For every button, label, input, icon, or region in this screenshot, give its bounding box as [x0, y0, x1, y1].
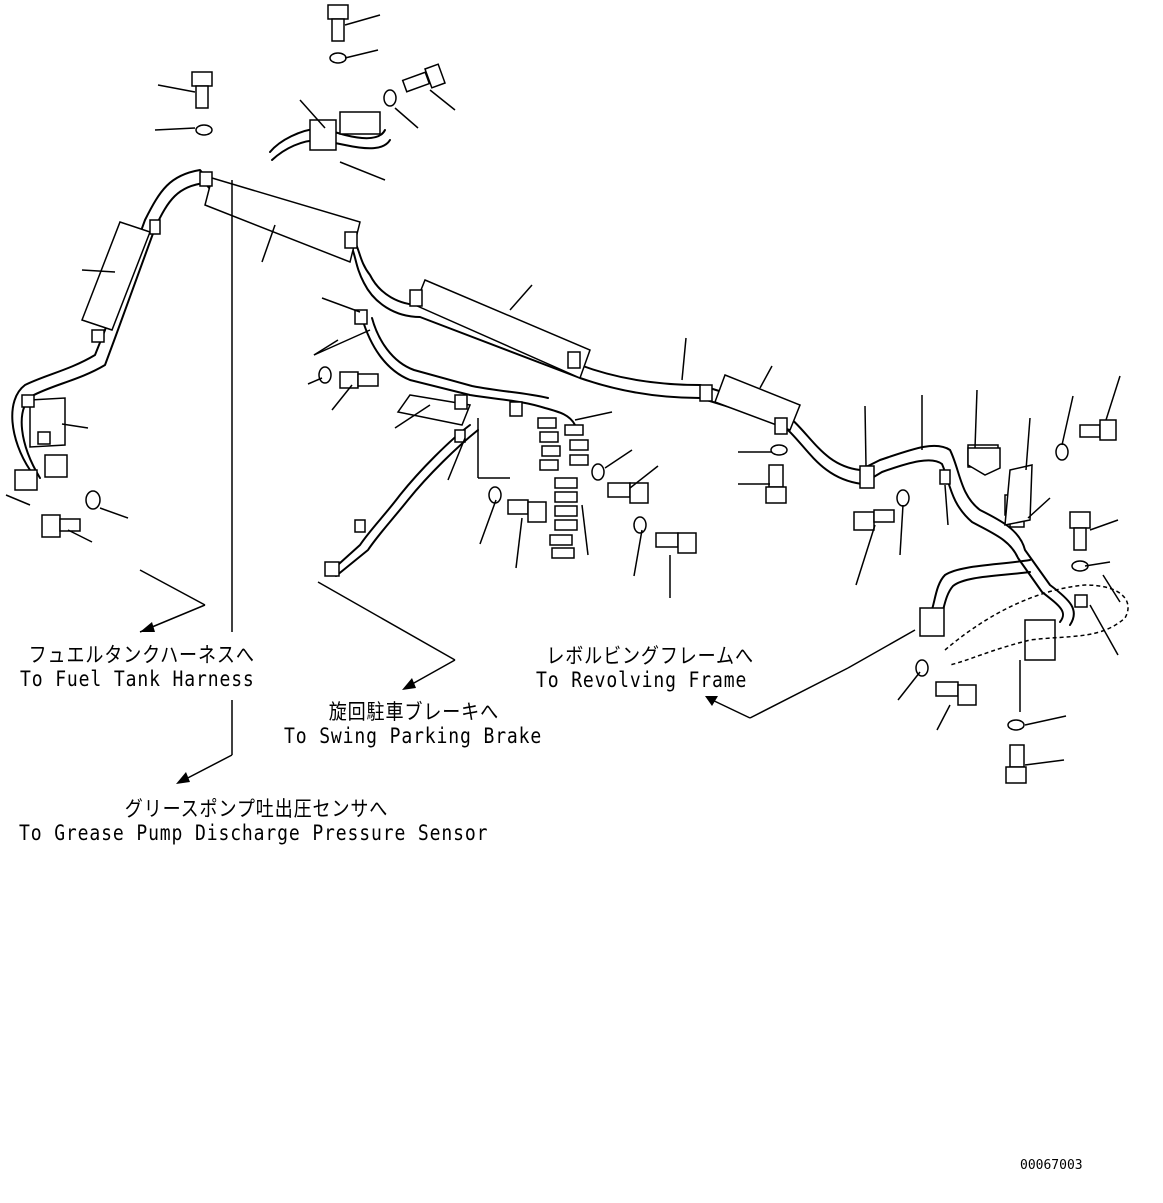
fuel-tank-harness-label: フュエルタンクハーネスへ To Fuel Tank Harness [20, 643, 255, 691]
swing-brake-label-en: To Swing Parking Brake [284, 724, 543, 748]
frame-outline [944, 584, 1129, 666]
drawing-number: 00067003 [1020, 1158, 1083, 1173]
main-harness [11, 127, 1075, 626]
grease-sensor-label-en: To Grease Pump Discharge Pressure Sensor [19, 821, 489, 845]
swing-parking-brake-label: 旋回駐車ブレーキへ To Swing Parking Brake [284, 700, 542, 748]
revolving-frame-label-en: To Revolving Frame [536, 668, 748, 692]
brackets [967, 447, 1033, 526]
revolving-frame-label: レボルビングフレームへ To Revolving Frame [536, 644, 754, 692]
fuel-tank-label-ja: フュエルタンクハーネスへ [28, 643, 255, 667]
terminal-block [537, 417, 589, 559]
fuel-tank-label-en: To Fuel Tank Harness [20, 667, 255, 691]
grease-sensor-label-ja: グリースポンプ吐出圧センサへ [124, 797, 389, 821]
revolving-frame-label-ja: レボルビングフレームへ [546, 644, 754, 668]
swing-brake-label-ja: 旋回駐車ブレーキへ [328, 700, 499, 724]
reference-arrows [139, 180, 916, 784]
grease-pump-sensor-label: グリースポンプ吐出圧センサへ To Grease Pump Discharge … [19, 797, 488, 845]
leader-lines [5, 14, 1121, 766]
protective-covers [29, 177, 801, 448]
bolts [41, 4, 1117, 784]
connectors [14, 111, 1056, 661]
